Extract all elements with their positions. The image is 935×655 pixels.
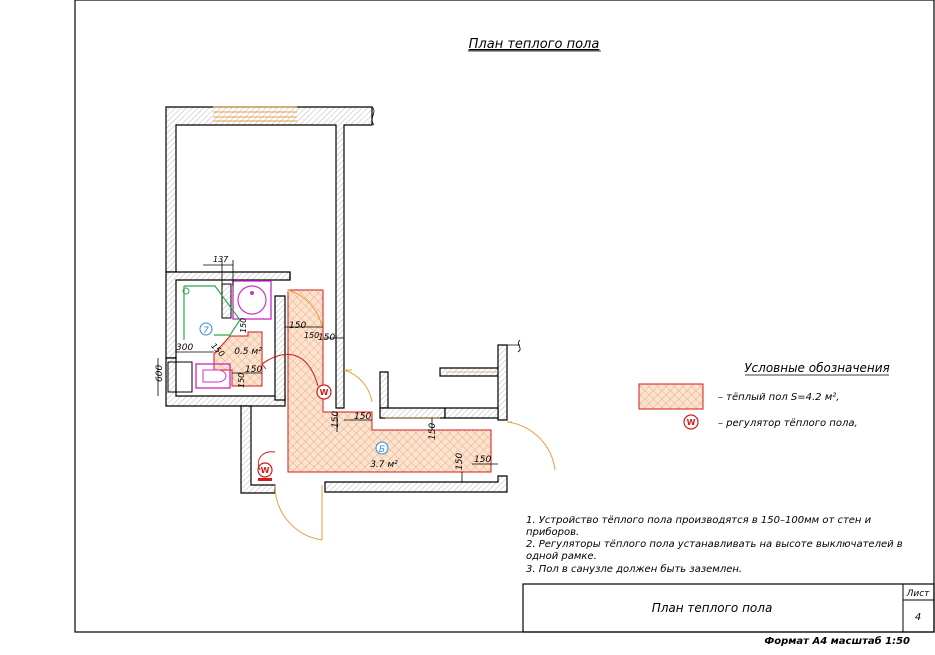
dim-label: 150	[289, 321, 306, 331]
corridor-wall-bottom	[324, 475, 508, 493]
note-line: приборов.	[526, 526, 579, 538]
right-wall-b	[379, 407, 446, 419]
room-area-corridor: 3.7 м²	[370, 460, 398, 470]
right-wall-e	[444, 407, 499, 419]
room-id-corridor: Б	[379, 445, 385, 455]
dim-label: 300	[176, 343, 193, 353]
door-swing-1	[287, 289, 323, 327]
note-line: 3. Пол в санузле должен быть заземлен.	[526, 563, 742, 575]
sheet-frame	[74, 0, 935, 633]
bathroom-fixtures	[167, 280, 272, 393]
dim-label: 150	[428, 423, 438, 440]
legend-regulator-symbol: W	[687, 418, 696, 427]
plan-title: План теплого пола	[469, 37, 600, 52]
doors	[274, 289, 556, 541]
regulator-icon-2	[257, 462, 273, 478]
washbasin-tap-icon	[250, 291, 254, 295]
legend-regulator-icon	[683, 414, 699, 430]
dim-label: 150	[354, 412, 371, 422]
regulator-label-2: W	[261, 466, 270, 475]
title-block: План теплого пола Лист 4	[522, 583, 935, 633]
dim-label: 600	[155, 365, 165, 382]
room-area-bathroom: 0.5 м²	[234, 347, 262, 357]
dim-label: 137	[213, 255, 229, 264]
dim-label: 150	[245, 365, 262, 375]
legend-heated-floor-swatch	[638, 383, 704, 410]
dim-label: 150	[237, 373, 246, 388]
dim-label: 150	[304, 331, 319, 340]
washbasin	[232, 280, 272, 320]
regulator-mark	[258, 478, 272, 481]
note-line: одной рамке.	[526, 551, 597, 562]
toilet	[195, 363, 231, 389]
room-id-bathroom: 7	[203, 326, 209, 336]
window-top	[213, 106, 297, 122]
regulators: W W	[257, 353, 332, 481]
sheet-number: 4	[915, 612, 921, 623]
dimension-lines	[157, 260, 498, 482]
dim-label: 150	[331, 411, 341, 428]
door-swing-3	[506, 421, 556, 471]
heated-floor-bathroom	[213, 331, 263, 387]
bathroom-partition	[274, 295, 286, 401]
heated-floor-zones	[213, 289, 492, 473]
note-line: 1. Устройство тёплого пола производятся …	[526, 515, 872, 526]
regulator-link-1	[261, 353, 319, 387]
sheet-label: Лист	[906, 589, 931, 599]
room-markers: 7 0.5 м² Б 3.7 м²	[199, 322, 398, 470]
dim-label: 150	[455, 453, 465, 470]
right-wall-a	[379, 371, 389, 409]
dim-label: 150	[239, 318, 248, 333]
shower-head-icon	[182, 287, 190, 295]
dim-label: 150	[474, 455, 491, 465]
riser	[167, 361, 193, 393]
regulator-icon-1	[316, 384, 332, 400]
legend: Условные обозначения – тёплый пол S=4.2 …	[638, 361, 890, 430]
legend-item-regulator: – регулятор тёплого пола,	[718, 418, 858, 429]
title-block-name: План теплого пола	[652, 601, 773, 615]
heated-floor-corridor	[287, 289, 492, 473]
regulator-link-2	[257, 451, 276, 471]
shower-tray	[183, 285, 241, 340]
washbasin-bowl	[237, 285, 267, 315]
dim-label: 150	[318, 333, 335, 343]
main-room-wall	[165, 106, 373, 409]
legend-item-heated-floor: – тёплый пол S=4.2 м²,	[718, 392, 839, 403]
note-line: 2. Регуляторы тёплого пола устанавливать…	[526, 539, 903, 550]
notes: 1. Устройство тёплого пола производятся …	[526, 515, 903, 575]
regulator-label-1: W	[320, 388, 329, 397]
door-swing-2	[343, 369, 373, 403]
right-wall-d	[497, 344, 508, 421]
toilet-bowl	[202, 369, 227, 383]
door-swing-4	[274, 484, 323, 541]
legend-heading: Условные обозначения	[744, 361, 890, 375]
format-scale: Формат А4 масштаб 1:50	[764, 635, 910, 647]
